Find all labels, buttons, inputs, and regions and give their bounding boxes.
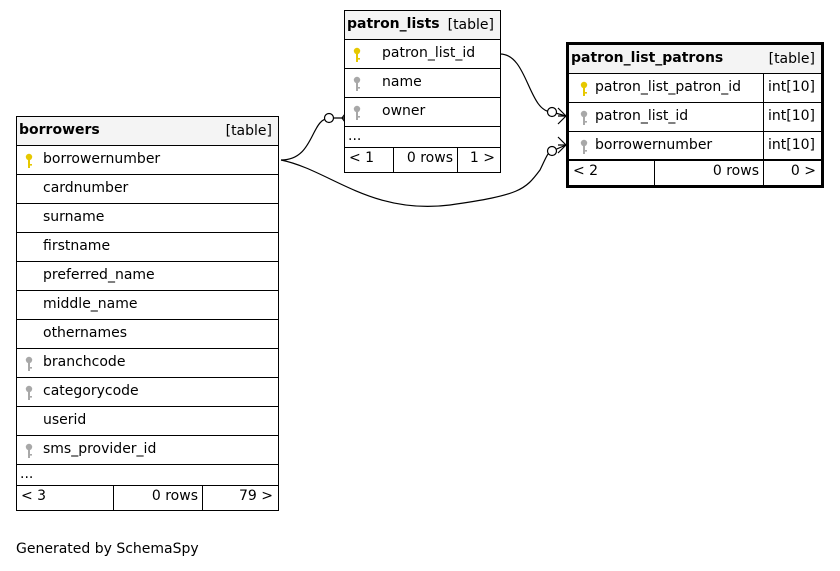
footer-parents[interactable]: < 2 (569, 161, 655, 185)
footer-row-count: 0 rows (394, 148, 458, 172)
more-columns: ... (17, 464, 278, 486)
footer-children[interactable]: 1 > (469, 150, 495, 166)
table-footer: < 1 0 rows 1 > (345, 148, 500, 172)
link-borrowers-patron-list-patrons (280, 144, 567, 207)
column-row[interactable]: owner (345, 98, 500, 127)
column-name: categorycode (43, 383, 139, 399)
column-name: patron_list_patron_id (595, 79, 742, 95)
index-key-icon (580, 139, 588, 155)
index-key-icon (25, 356, 33, 372)
column-row[interactable]: borrowernumber int[10] (569, 132, 821, 161)
index-key-icon (353, 76, 361, 92)
column-row[interactable]: borrowernumber (17, 146, 278, 175)
link-borrowers-patron-lists (280, 117, 342, 161)
column-list: borrowernumber cardnumber surname firstname… (17, 146, 278, 465)
column-row[interactable]: userid (17, 407, 278, 436)
column-name: firstname (43, 238, 111, 254)
table-footer: < 3 0 rows 79 > (17, 486, 278, 510)
footer-row-count: 0 rows (114, 486, 203, 510)
table-name: patron_list_patrons (571, 50, 724, 66)
index-key-icon (353, 105, 361, 121)
primary-key-icon (353, 47, 361, 63)
column-name: cardnumber (43, 180, 129, 196)
table-footer: < 2 0 rows 0 > (569, 161, 821, 185)
column-row[interactable]: middle_name (17, 291, 278, 320)
column-name: userid (43, 412, 87, 428)
column-row[interactable]: preferred_name (17, 262, 278, 291)
table-header: patron_list_patrons [table] (569, 45, 821, 74)
table-kind: [table] (768, 51, 815, 67)
column-row[interactable]: sms_provider_id (17, 436, 278, 465)
more-columns: ... (345, 126, 500, 148)
crowfoot-patron-list-patrons-list (557, 107, 567, 125)
column-row[interactable]: surname (17, 204, 278, 233)
column-row[interactable]: branchcode (17, 349, 278, 378)
column-name: othernames (43, 325, 128, 341)
table-patron-list-patrons[interactable]: patron_list_patrons [table] patron_list_… (566, 42, 824, 188)
column-name: middle_name (43, 296, 138, 312)
column-name: surname (43, 209, 105, 225)
column-type: int[10] (763, 103, 821, 131)
column-name: branchcode (43, 354, 126, 370)
primary-key-icon (580, 81, 588, 97)
optional-marker (323, 112, 335, 124)
table-kind: [table] (447, 17, 494, 33)
column-name: sms_provider_id (43, 441, 157, 457)
table-kind: [table] (225, 123, 272, 139)
table-header: patron_lists [table] (345, 11, 500, 40)
column-name: owner (382, 103, 426, 119)
index-key-icon (25, 385, 33, 401)
column-name: borrowernumber (595, 137, 713, 153)
optional-marker (546, 145, 558, 157)
primary-key-icon (25, 153, 33, 169)
optional-marker (546, 106, 558, 118)
crowfoot-patron-list-patrons-borrower (557, 136, 567, 154)
footer-children[interactable]: 0 > (790, 163, 816, 179)
index-key-icon (580, 110, 588, 126)
footer-row-count: 0 rows (655, 161, 764, 185)
link-patron-lists-patron-list-patrons (499, 53, 567, 117)
column-row[interactable]: patron_list_id (345, 40, 500, 69)
table-name: patron_lists (347, 16, 440, 32)
column-row[interactable]: name (345, 69, 500, 98)
column-row[interactable]: cardnumber (17, 175, 278, 204)
column-type: int[10] (763, 132, 821, 159)
column-row[interactable]: categorycode (17, 378, 278, 407)
column-name: preferred_name (43, 267, 155, 283)
column-row[interactable]: othernames (17, 320, 278, 349)
footer-children[interactable]: 79 > (239, 488, 273, 504)
index-key-icon (25, 443, 33, 459)
table-name: borrowers (19, 122, 100, 138)
footer-parents[interactable]: < 3 (17, 486, 114, 510)
column-name: borrowernumber (43, 151, 161, 167)
footer-parents[interactable]: < 1 (345, 148, 394, 172)
table-header: borrowers [table] (17, 117, 278, 146)
table-patron-lists[interactable]: patron_lists [table] patron_list_id name… (344, 10, 501, 173)
generated-by-label: Generated by SchemaSpy (16, 541, 199, 557)
column-type: int[10] (763, 74, 821, 102)
column-name: name (382, 74, 422, 90)
column-name: patron_list_id (595, 108, 689, 124)
table-borrowers[interactable]: borrowers [table] borrowernumber cardnumb… (16, 116, 279, 511)
column-name: patron_list_id (382, 45, 476, 61)
column-row[interactable]: patron_list_patron_id int[10] (569, 74, 821, 103)
column-row[interactable]: firstname (17, 233, 278, 262)
column-row[interactable]: patron_list_id int[10] (569, 103, 821, 132)
